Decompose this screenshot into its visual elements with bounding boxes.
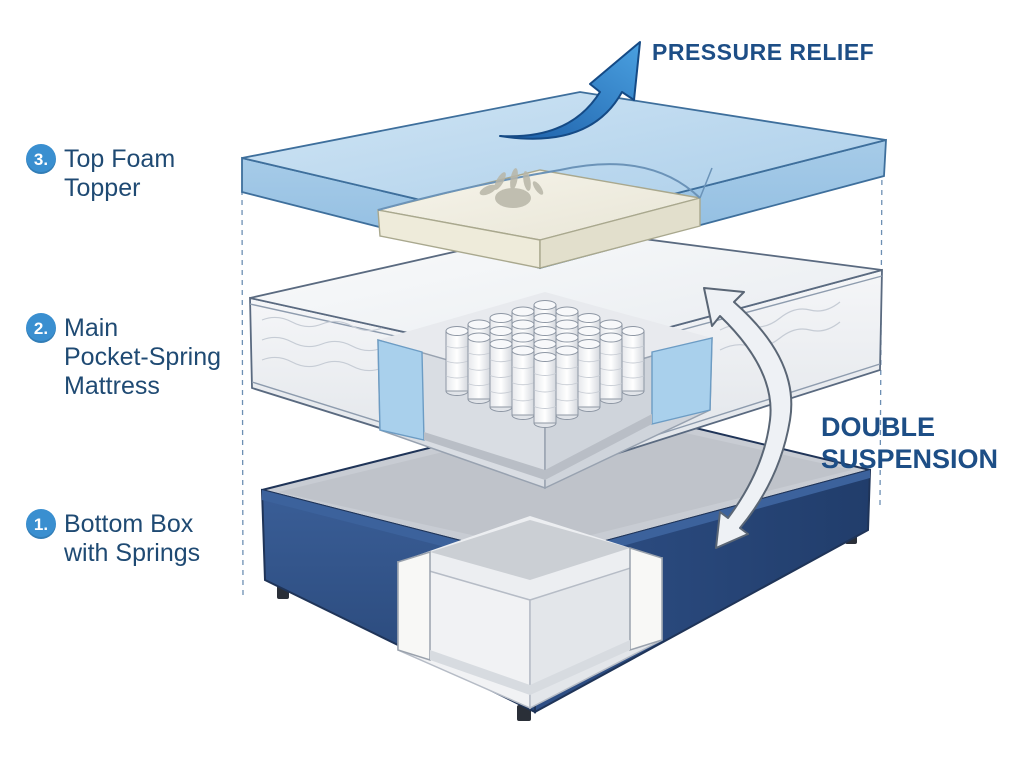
- pocket-spring: [489, 339, 513, 412]
- double-suspension-arrow-icon: [703, 287, 793, 549]
- layer-label-line: with Springs: [64, 539, 201, 567]
- layer-number-badge: 3.: [26, 144, 56, 174]
- layer-number-badge: 2.: [26, 313, 56, 343]
- bottom-box: [260, 403, 872, 721]
- pocket-springs: [445, 300, 645, 428]
- pocket-spring: [555, 345, 579, 420]
- layer-label-line: Topper: [64, 174, 141, 202]
- top-foam-topper: [241, 91, 887, 270]
- layer-label-bottom-box: 1. Bottom Box with Springs: [26, 509, 201, 568]
- pressure-relief-callout: PRESSURE RELIEF: [652, 39, 874, 65]
- layer-label-top-foam: 3. Top Foam Topper: [26, 144, 176, 203]
- layer-label-main-mattress: 2. Main Pocket-Spring Mattress: [26, 313, 222, 401]
- pocket-spring: [533, 352, 557, 428]
- pocket-spring: [599, 332, 623, 404]
- double-suspension-callout-line2: SUSPENSION: [821, 444, 998, 474]
- pocket-spring: [621, 326, 645, 396]
- pocket-spring: [511, 345, 535, 420]
- pocket-spring: [445, 326, 469, 396]
- layer-label-line: Bottom Box: [64, 510, 194, 538]
- main-mattress: [249, 227, 883, 490]
- layer-label-line: Top Foam: [64, 145, 176, 173]
- pocket-spring: [577, 339, 601, 412]
- layer-label-line: Main: [64, 314, 119, 342]
- double-suspension-callout-line1: DOUBLE: [821, 412, 935, 442]
- pocket-spring: [467, 332, 491, 404]
- layer-number-badge: 1.: [26, 509, 56, 539]
- hand-imprint: [479, 168, 544, 208]
- layer-label-line: Mattress: [64, 372, 160, 400]
- pressure-relief-arrow-icon: [499, 41, 641, 140]
- layer-label-line: Pocket-Spring: [64, 343, 222, 371]
